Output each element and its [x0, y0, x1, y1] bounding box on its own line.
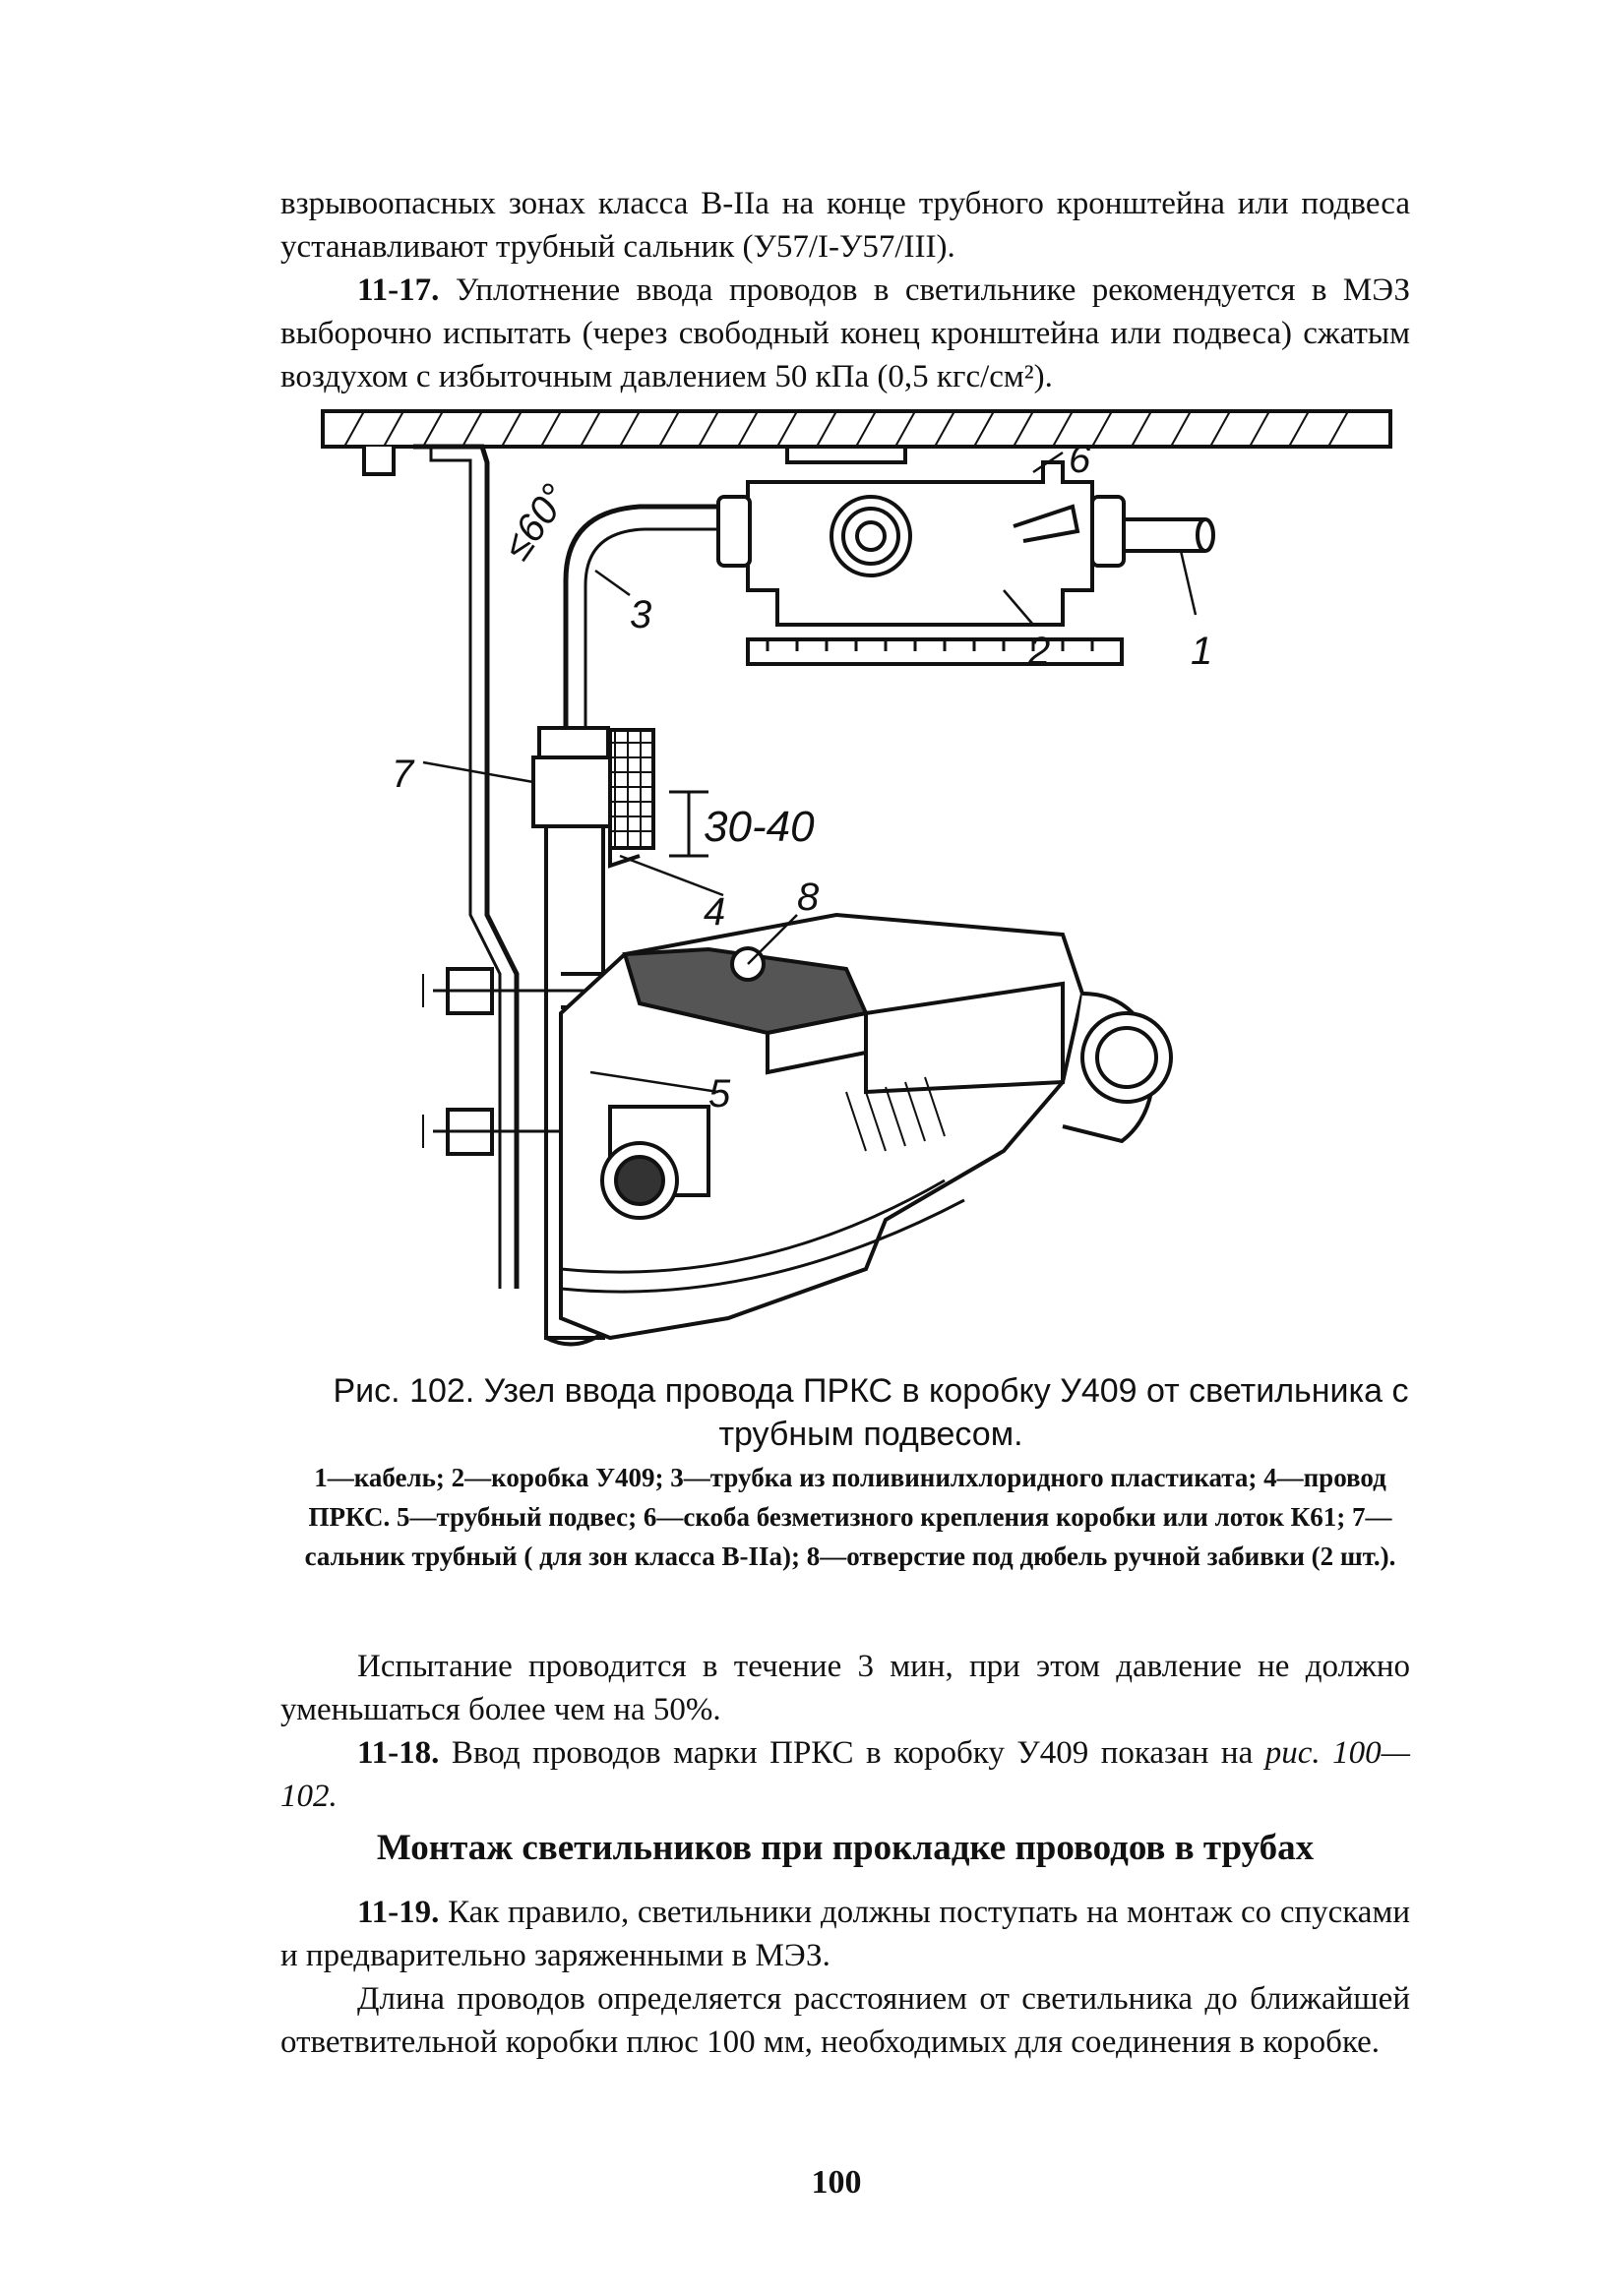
paragraph-continuation: взрывоопасных зонах класса В-IIа на конц…	[280, 186, 1410, 265]
luminaire-box	[716, 447, 1215, 666]
hanger-bracket	[413, 444, 520, 1289]
box-perspective-view	[559, 912, 1173, 1341]
paragraph-test: Испытание проводится в течение 3 мин, пр…	[280, 1649, 1410, 1727]
ceiling-slab	[321, 409, 1392, 449]
pvc-tube	[563, 504, 718, 728]
figure-reference: рис. 100—102.	[280, 1735, 1410, 1814]
dimension-label: 30-40	[704, 803, 815, 851]
clause-number: 11-18.	[357, 1735, 440, 1771]
clause-number: 11-17.	[357, 272, 440, 308]
clause-text: Как правило, светильники должны поступат…	[280, 1895, 1410, 1973]
paragraph-wire-length: Длина проводов определяется расстоянием …	[280, 1981, 1410, 2060]
label-3: 3	[630, 593, 651, 636]
label-7: 7	[392, 753, 415, 796]
bracket-base	[362, 447, 396, 476]
bottom-text: Испытание проводится в течение 3 мин, пр…	[280, 1645, 1410, 1818]
label-1: 1	[1191, 630, 1212, 673]
clause-number: 11-19.	[357, 1895, 440, 1930]
figure-legend: 1—кабель; 2—коробка У409; 3—трубка из по…	[304, 1463, 1396, 1571]
clause-text: Ввод проводов марки ПРКС в коробку У409 …	[439, 1735, 1265, 1771]
label-4: 4	[704, 890, 725, 934]
figure-102: 6 2 1 3 7 4 5 8 30-40 ≤60°	[315, 403, 1407, 1377]
label-5: 5	[708, 1072, 731, 1116]
label-2: 2	[1027, 630, 1050, 673]
angle-label: ≤60°	[495, 477, 577, 569]
paragraph-11-18: 11-18. Ввод проводов марки ПРКС в коробк…	[280, 1731, 1410, 1818]
label-8: 8	[797, 876, 820, 919]
pipe-gland	[531, 755, 614, 828]
clause-text: Уплотнение ввода проводов в светильнике …	[280, 272, 1410, 394]
section-heading: Монтаж светильников при прокладке провод…	[376, 1828, 1315, 1868]
page-number: 100	[811, 2164, 862, 2201]
top-text: взрывоопасных зонах класса В-IIа на конц…	[280, 182, 1410, 398]
paragraph-11-17: 11-17. Уплотнение ввода проводов в свети…	[280, 269, 1410, 398]
figure-caption-title: Рис. 102. Узел ввода провода ПРКС в коро…	[333, 1372, 1409, 1453]
paragraph-11-19: 11-19. Как правило, светильники должны п…	[280, 1891, 1410, 1977]
section-text: 11-19. Как правило, светильники должны п…	[280, 1891, 1410, 2064]
figure-drawing: 6 2 1 3 7 4 5 8 30-40 ≤60°	[321, 409, 1392, 1347]
label-6: 6	[1069, 438, 1091, 481]
